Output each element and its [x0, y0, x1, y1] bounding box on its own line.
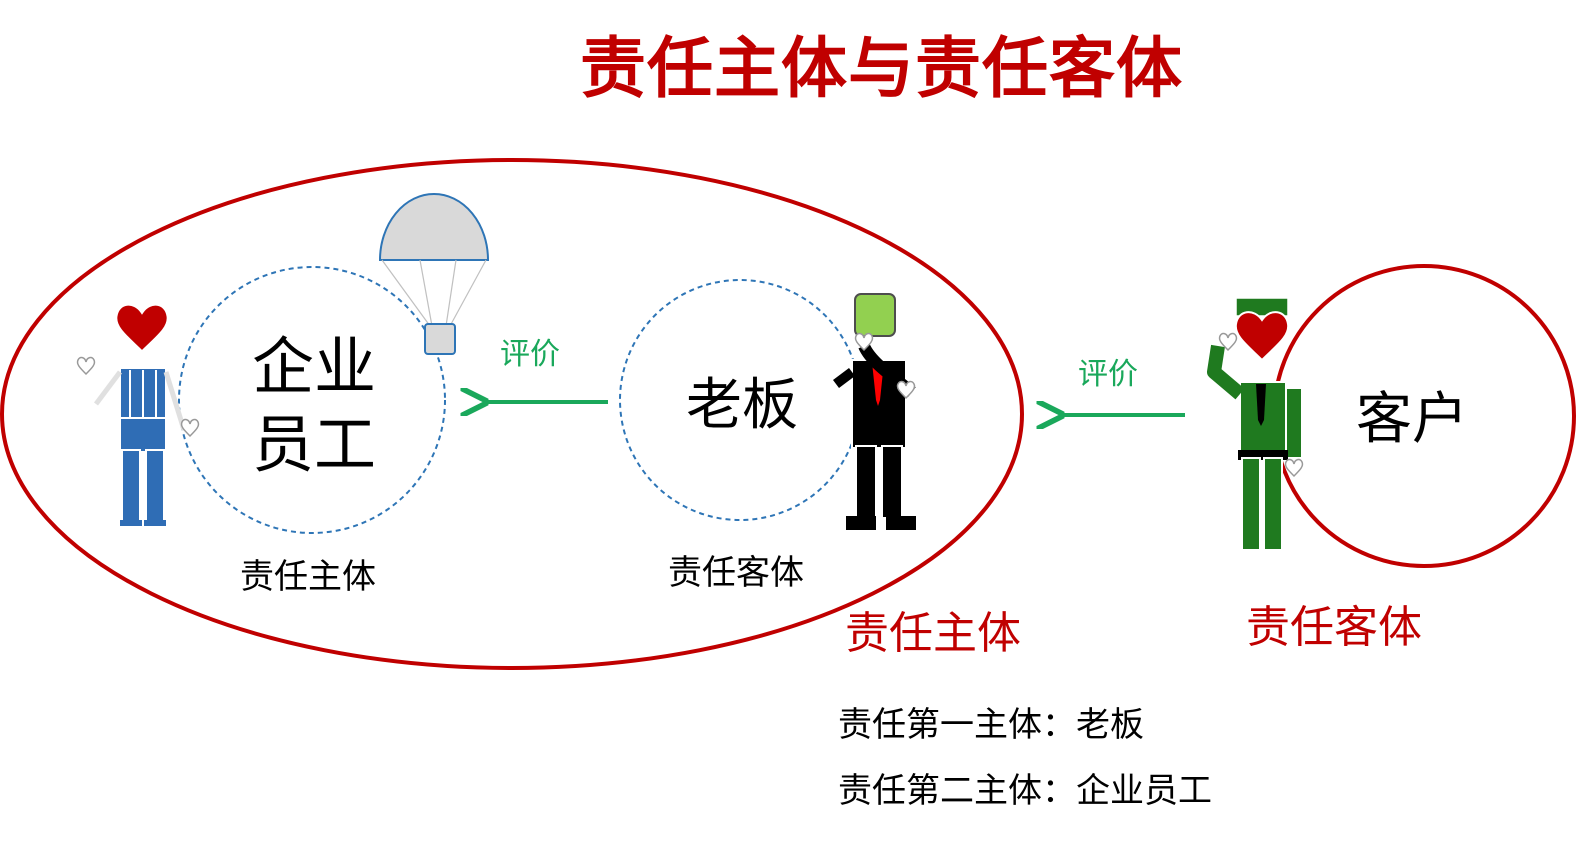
parachute-icon: [378, 193, 490, 355]
second-subject-note: 责任第二主体：企业员工: [838, 771, 1212, 811]
first-subject-note: 责任第一主体：老板: [838, 705, 1144, 745]
employee-figure-icon: [76, 302, 200, 526]
page-title: 责任主体与责任客体: [580, 30, 1183, 107]
customer-label: 客户: [1356, 387, 1468, 452]
evaluate-label-boss: 评价: [500, 337, 560, 372]
evaluate-label-customer: 评价: [1078, 357, 1138, 392]
responsibility-subject-ellipse: [0, 158, 1024, 670]
employee-label-line2: 员工: [252, 408, 377, 481]
boss-label: 老板: [686, 373, 798, 438]
employee-dashed-circle: [178, 266, 446, 534]
employee-label-line1: 企业: [252, 330, 377, 403]
group-role-caption: 责任主体: [845, 608, 1021, 659]
customer-figure-icon: [1207, 297, 1304, 551]
employee-role-caption: 责任主体: [240, 557, 376, 597]
customer-role-caption: 责任客体: [1246, 602, 1422, 653]
boss-role-caption: 责任客体: [668, 553, 804, 593]
boss-figure-icon: [833, 293, 916, 530]
